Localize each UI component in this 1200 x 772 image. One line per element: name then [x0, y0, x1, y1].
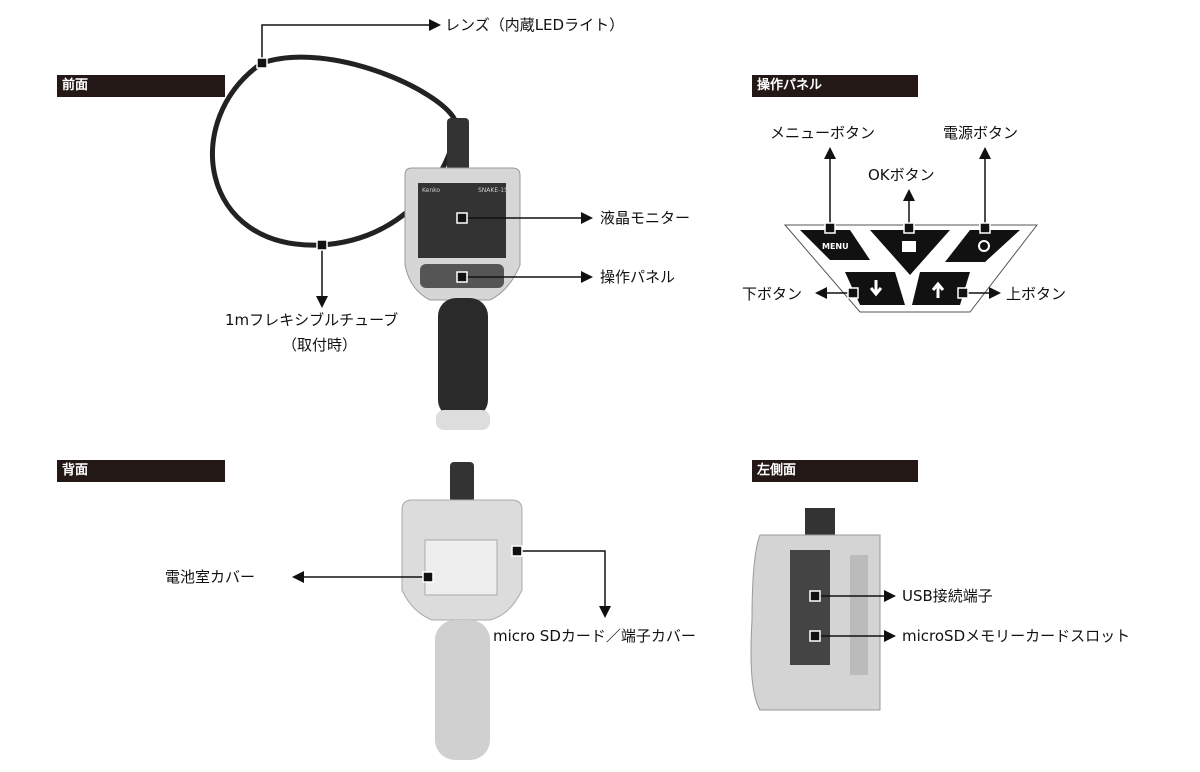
label-sd-terminal-cover: micro SDカード／端子カバー	[493, 627, 696, 645]
label-lens: レンズ（内蔵LEDライト）	[445, 16, 625, 34]
section-panel-header: 操作パネル	[752, 75, 918, 97]
back-device-image	[401, 462, 523, 760]
model-print: SNAKE-15	[478, 187, 508, 194]
label-down-button: 下ボタン	[742, 285, 803, 303]
label-tube-note: （取付時）	[282, 336, 358, 354]
label-usb-port: USB接続端子	[902, 587, 993, 605]
side-device-image	[750, 508, 881, 711]
camera-icon	[902, 241, 916, 252]
label-ok-button: OKボタン	[868, 166, 935, 184]
section-left-side-header: 左側面	[752, 460, 918, 482]
power-icon	[978, 240, 990, 252]
control-panel-image: MENU	[783, 224, 1039, 313]
brand-print: Kenko	[422, 187, 440, 194]
label-menu-button: メニューボタン	[770, 124, 876, 142]
label-battery-cover: 電池室カバー	[165, 568, 256, 586]
menu-key-text: MENU	[822, 242, 849, 251]
up-arrow-icon	[931, 281, 945, 298]
section-back-header: 背面	[57, 460, 225, 482]
label-flexible-tube: 1mフレキシブルチューブ	[225, 311, 399, 329]
label-lcd-monitor: 液晶モニター	[600, 209, 691, 227]
down-arrow-icon	[869, 280, 883, 297]
front-device-image: Kenko SNAKE-15	[210, 54, 521, 430]
label-up-button: 上ボタン	[1006, 285, 1067, 303]
label-control-panel: 操作パネル	[600, 268, 676, 286]
label-power-button: 電源ボタン	[943, 124, 1019, 142]
section-front-header: 前面	[57, 75, 225, 97]
label-microsd-slot: microSDメモリーカードスロット	[902, 627, 1131, 645]
